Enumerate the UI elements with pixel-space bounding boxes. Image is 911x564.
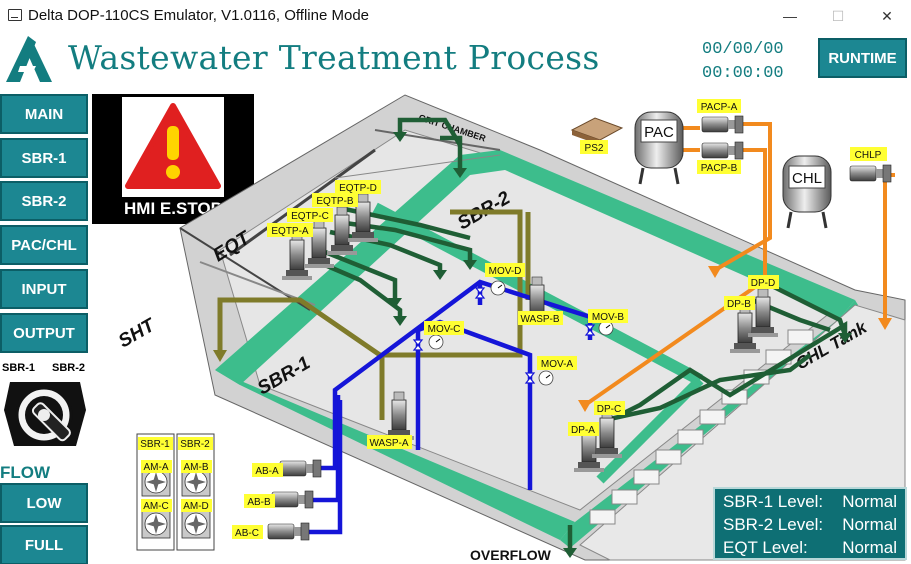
nav-input-button[interactable]: INPUT: [0, 269, 88, 309]
selector-knob-icon: [4, 382, 86, 446]
window-titlebar: Delta DOP-110CS Emulator, V1.0116, Offli…: [0, 0, 911, 32]
mov-d-label: MOV-D: [489, 266, 522, 277]
mov-a-label: MOV-A: [541, 359, 574, 370]
nav-output-button[interactable]: OUTPUT: [0, 313, 88, 353]
eqt-level-value: Normal: [842, 538, 897, 557]
sbr2-level-row: SBR-2 Level: Normal: [723, 513, 897, 536]
sbr1-level-label: SBR-1 Level:: [723, 492, 824, 511]
flow-low-button[interactable]: LOW: [0, 483, 88, 523]
chlp-label: CHLP: [855, 150, 882, 161]
ab-b-label: AB-B: [247, 497, 271, 508]
dp-d-label: DP-D: [751, 278, 775, 289]
selector-label-sbr2: SBR-2: [52, 362, 86, 374]
overflow-label: OVERFLOW: [470, 547, 552, 563]
sbr1-level-row: SBR-1 Level: Normal: [723, 490, 897, 513]
eqtp-a-label: EQTP-A: [271, 226, 309, 237]
pacp-a-label: PACP-A: [701, 102, 738, 113]
eqtp-d-label: EQTP-D: [339, 183, 377, 194]
nav-pacchl-button[interactable]: PAC/CHL: [0, 225, 88, 265]
datetime-display: 00/00/00 00:00:00: [702, 38, 784, 86]
nav-sbr1-button[interactable]: SBR-1: [0, 138, 88, 178]
warning-icon: [122, 97, 224, 197]
mov-c-label: MOV-C: [428, 324, 461, 335]
sbr2-level-label: SBR-2 Level:: [723, 515, 824, 534]
am-sbr1-label: SBR-1: [140, 439, 170, 450]
flow-title: FLOW: [0, 463, 51, 482]
wasp-b-label: WASP-B: [520, 314, 559, 325]
sbr1-level-value: Normal: [842, 492, 897, 511]
ps2-label: PS2: [585, 143, 604, 154]
minimize-button[interactable]: —: [783, 8, 797, 24]
ab-a-label: AB-A: [255, 466, 279, 477]
delta-logo-icon: [6, 36, 52, 82]
maximize-button[interactable]: ☐: [831, 8, 845, 24]
estop-label: HMI E.STOP: [124, 199, 222, 218]
mov-b-label: MOV-B: [592, 312, 625, 323]
page-title: Wastewater Treatment Process: [68, 38, 600, 77]
nav-main-button[interactable]: MAIN: [0, 94, 88, 134]
eqtp-c-label: EQTP-C: [291, 211, 329, 222]
am-sbr2-label: SBR-2: [180, 439, 210, 450]
process-diagram: EQT SHT SBR-1 SBR-2 CHL Tank GRIT CHAMBE…: [115, 94, 906, 563]
sbr-selector-switch[interactable]: SBR-1 SBR-2: [0, 360, 90, 460]
sbr2-level-value: Normal: [842, 515, 897, 534]
dp-b-label: DP-B: [727, 299, 751, 310]
nav-sbr2-button[interactable]: SBR-2: [0, 181, 88, 221]
window-title: Delta DOP-110CS Emulator, V1.0116, Offli…: [28, 7, 370, 24]
runtime-button[interactable]: RUNTIME: [818, 38, 907, 78]
wasp-a-label: WASP-A: [369, 438, 408, 449]
pac-tank-label: PAC: [644, 124, 674, 141]
flow-full-button[interactable]: FULL: [0, 525, 88, 564]
selector-label-sbr1: SBR-1: [2, 362, 36, 374]
dp-a-label: DP-A: [571, 425, 595, 436]
chl-tank-label: CHL: [792, 170, 822, 187]
am-a-label: AM-A: [144, 462, 169, 473]
date-display: 00/00/00: [702, 40, 784, 59]
eqtp-b-label: EQTP-B: [316, 196, 354, 207]
hmi-estop-button[interactable]: HMI E.STOP: [92, 94, 254, 224]
am-d-label: AM-D: [183, 501, 209, 512]
am-b-label: AM-B: [184, 462, 209, 473]
eqt-level-label: EQT Level:: [723, 538, 808, 557]
app-window-icon: [8, 9, 22, 21]
app-header: Wastewater Treatment Process 00/00/00 00…: [0, 32, 911, 88]
dp-c-label: DP-C: [597, 404, 621, 415]
time-display: 00:00:00: [702, 64, 784, 83]
eqt-level-row: EQT Level: Normal: [723, 536, 897, 559]
pacp-b-label: PACP-B: [701, 163, 738, 174]
am-c-label: AM-C: [143, 501, 169, 512]
close-button[interactable]: ✕: [881, 8, 893, 24]
level-status-panel: SBR-1 Level: Normal SBR-2 Level: Normal …: [713, 487, 907, 560]
ab-c-label: AB-C: [235, 528, 259, 539]
zone-sht-label: SHT: [115, 314, 160, 352]
